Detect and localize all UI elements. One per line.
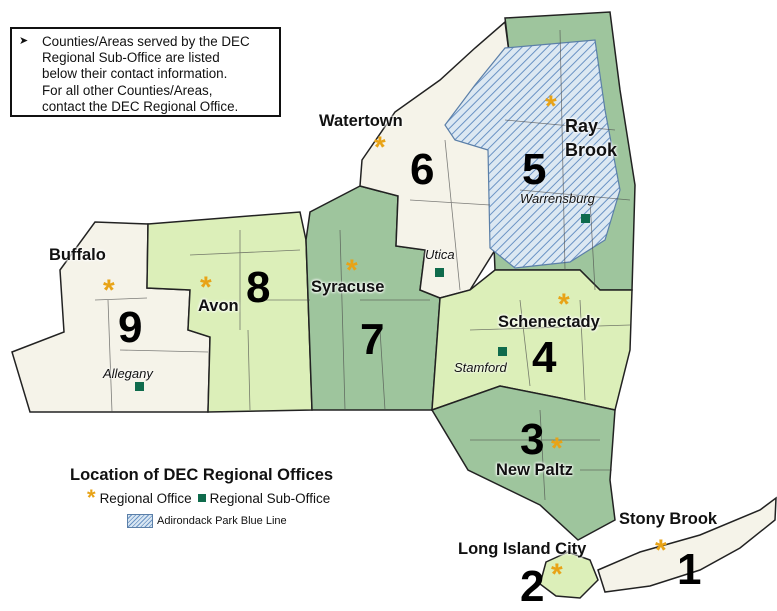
city-label-schenectady: Schenectady	[498, 313, 600, 331]
regional-office-star-icon: *	[551, 558, 563, 591]
city-label-long-island-city: Long Island City	[458, 540, 587, 558]
sub-office-label-utica: Utica	[425, 247, 455, 262]
city-label-new-paltz: New Paltz	[496, 461, 574, 479]
note-line: Counties/Areas served by the DEC	[42, 34, 250, 49]
region-number-3: 3	[520, 415, 545, 464]
region-8-area	[146, 211, 313, 413]
region-3-area	[430, 385, 616, 541]
note-line: Regional Sub-Office are listed	[42, 50, 220, 66]
sub-office-label-allegany: Allegany	[103, 366, 153, 381]
regional-office-star-icon: *	[551, 432, 563, 465]
regional-office-star-icon: *	[87, 485, 96, 510]
city-label-watertown: Watertown	[319, 112, 403, 130]
ray-brook-line: Ray	[565, 116, 599, 136]
legend-regional-office: Regional Office	[99, 490, 192, 506]
sub-office-label-warrensburg: Warrensburg	[520, 191, 595, 206]
legend-row-offices: * Regional Office Regional Sub-Office	[87, 485, 331, 510]
info-note: ➤ Counties/Areas served by the DEC Regio…	[10, 27, 281, 117]
city-label-syracuse: Syracuse	[311, 278, 385, 296]
region-2-area	[539, 551, 599, 599]
region-1-area	[597, 496, 777, 593]
regional-office-star-icon: *	[103, 274, 115, 307]
note-line: below their contact information.	[42, 66, 228, 82]
arrow-bullet-icon: ➤	[19, 35, 29, 47]
sub-office-label-stamford: Stamford	[454, 360, 507, 375]
region-number-1: 1	[677, 545, 702, 594]
legend-sub-office: Regional Sub-Office	[209, 490, 331, 506]
city-label-ray-brook: Ray Brook	[565, 114, 617, 162]
note-line: contact the DEC Regional Office.	[42, 98, 239, 114]
sub-office-square-icon	[135, 382, 144, 391]
region-number-9: 9	[118, 303, 143, 352]
regional-office-star-icon: *	[200, 271, 212, 304]
park-hatch-swatch	[127, 514, 153, 528]
region-number-7: 7	[360, 315, 385, 364]
regional-office-star-icon: *	[346, 254, 358, 287]
ray-brook-line: Brook	[565, 140, 618, 160]
regional-office-star-icon: *	[374, 131, 386, 164]
adirondack-park-area	[444, 39, 621, 269]
county-lines	[94, 29, 631, 501]
city-label-stony-brook: Stony Brook	[619, 510, 718, 528]
region-number-5: 5	[522, 145, 547, 194]
sub-office-square-icon	[498, 347, 507, 356]
sub-office-square-icon	[581, 214, 590, 223]
regional-office-star-icon: *	[558, 288, 570, 321]
region-number-8: 8	[246, 263, 271, 312]
legend-row-park: Adirondack Park Blue Line	[127, 514, 287, 528]
legend-park-line: Adirondack Park Blue Line	[157, 515, 287, 527]
regional-office-star-icon: *	[545, 90, 557, 123]
sub-office-square-icon	[197, 494, 206, 502]
region-number-4: 4	[532, 333, 557, 382]
region-number-2: 2	[520, 562, 545, 611]
sub-office-square-icon	[435, 268, 444, 277]
city-label-avon: Avon	[198, 297, 239, 315]
note-line: For all other Counties/Areas,	[42, 82, 213, 98]
city-label-buffalo: Buffalo	[49, 246, 106, 264]
region-number-6: 6	[410, 145, 435, 194]
regional-office-star-icon: *	[655, 534, 667, 567]
legend-title: Location of DEC Regional Offices	[70, 466, 334, 484]
